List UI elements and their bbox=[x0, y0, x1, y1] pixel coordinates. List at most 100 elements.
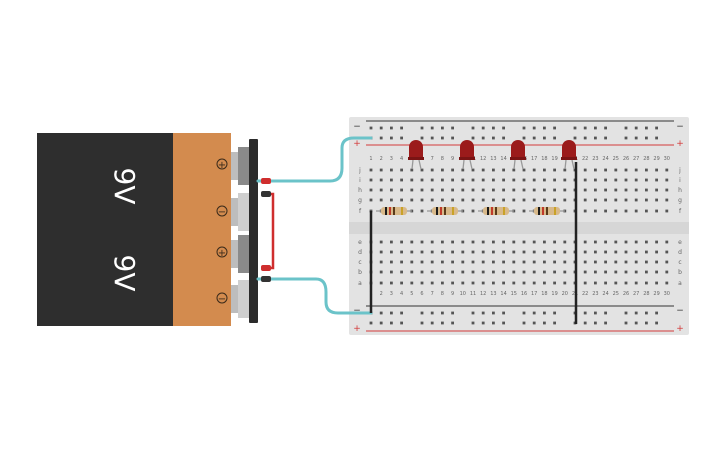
hole[interactable] bbox=[390, 198, 393, 202]
hole[interactable] bbox=[655, 198, 658, 202]
rail-hole[interactable] bbox=[604, 311, 607, 315]
hole[interactable] bbox=[400, 168, 403, 172]
hole[interactable] bbox=[410, 178, 414, 182]
hole[interactable] bbox=[543, 270, 546, 274]
hole[interactable] bbox=[604, 240, 607, 244]
hole[interactable] bbox=[532, 281, 536, 285]
hole[interactable] bbox=[390, 250, 393, 254]
hole[interactable] bbox=[441, 188, 444, 192]
hole[interactable] bbox=[522, 198, 526, 202]
battery-bottom[interactable]: 9V + − bbox=[37, 223, 250, 326]
hole[interactable] bbox=[461, 168, 465, 172]
hole[interactable] bbox=[492, 250, 495, 254]
rail-hole[interactable] bbox=[634, 126, 638, 130]
hole[interactable] bbox=[481, 178, 485, 182]
hole[interactable] bbox=[634, 178, 638, 182]
hole[interactable] bbox=[420, 281, 424, 285]
hole[interactable] bbox=[645, 270, 648, 274]
rail-hole[interactable] bbox=[441, 311, 444, 315]
hole[interactable] bbox=[522, 260, 526, 264]
battery-top-terminal-plus[interactable] bbox=[238, 147, 250, 185]
hole[interactable] bbox=[471, 178, 475, 182]
hole[interactable] bbox=[624, 260, 628, 264]
hole[interactable] bbox=[441, 168, 444, 172]
hole[interactable] bbox=[594, 260, 597, 264]
hole[interactable] bbox=[420, 188, 424, 192]
hole[interactable] bbox=[594, 240, 597, 244]
hole[interactable] bbox=[400, 198, 403, 202]
hole[interactable] bbox=[665, 250, 669, 254]
rail-hole[interactable] bbox=[655, 126, 658, 130]
hole[interactable] bbox=[502, 270, 505, 274]
battery-top[interactable]: 9V + − bbox=[37, 133, 250, 231]
hole[interactable] bbox=[614, 250, 618, 254]
hole[interactable] bbox=[492, 260, 495, 264]
hole[interactable] bbox=[665, 178, 669, 182]
hole[interactable] bbox=[563, 240, 567, 244]
hole[interactable] bbox=[441, 250, 444, 254]
rail-hole[interactable] bbox=[532, 136, 536, 140]
hole[interactable] bbox=[471, 250, 475, 254]
hole[interactable] bbox=[441, 240, 444, 244]
hole[interactable] bbox=[634, 209, 638, 213]
hole[interactable] bbox=[553, 281, 556, 285]
rail-hole[interactable] bbox=[553, 321, 556, 325]
battery-snap-connector[interactable] bbox=[249, 139, 258, 323]
hole[interactable] bbox=[594, 168, 597, 172]
hole[interactable] bbox=[369, 168, 373, 172]
rail-hole[interactable] bbox=[573, 126, 577, 130]
hole[interactable] bbox=[553, 270, 556, 274]
hole[interactable] bbox=[634, 240, 638, 244]
hole[interactable] bbox=[563, 188, 567, 192]
rail-hole[interactable] bbox=[532, 126, 536, 130]
hole[interactable] bbox=[461, 240, 465, 244]
hole[interactable] bbox=[420, 209, 424, 213]
hole[interactable] bbox=[420, 260, 424, 264]
hole[interactable] bbox=[492, 270, 495, 274]
rail-hole[interactable] bbox=[634, 136, 638, 140]
hole[interactable] bbox=[532, 240, 536, 244]
led-4[interactable] bbox=[561, 140, 577, 170]
rail-hole[interactable] bbox=[624, 136, 628, 140]
hole[interactable] bbox=[614, 168, 618, 172]
hole[interactable] bbox=[471, 281, 475, 285]
hole[interactable] bbox=[430, 188, 434, 192]
hole[interactable] bbox=[553, 168, 556, 172]
hole[interactable] bbox=[441, 198, 444, 202]
rail-hole[interactable] bbox=[502, 126, 505, 130]
hole[interactable] bbox=[430, 250, 434, 254]
rail-hole[interactable] bbox=[430, 126, 434, 130]
leds[interactable] bbox=[408, 140, 577, 170]
rail-hole[interactable] bbox=[553, 311, 556, 315]
hole[interactable] bbox=[624, 240, 628, 244]
hole[interactable] bbox=[665, 168, 669, 172]
hole[interactable] bbox=[665, 188, 669, 192]
hole[interactable] bbox=[441, 260, 444, 264]
hole[interactable] bbox=[430, 281, 434, 285]
hole[interactable] bbox=[502, 178, 505, 182]
hole[interactable] bbox=[481, 198, 485, 202]
hole[interactable] bbox=[604, 270, 607, 274]
hole[interactable] bbox=[563, 198, 567, 202]
hole[interactable] bbox=[604, 281, 607, 285]
rail-hole[interactable] bbox=[430, 311, 434, 315]
hole[interactable] bbox=[614, 240, 618, 244]
hole[interactable] bbox=[369, 178, 373, 182]
rail-hole[interactable] bbox=[522, 321, 526, 325]
hole[interactable] bbox=[512, 188, 516, 192]
resistor-4[interactable] bbox=[529, 207, 565, 215]
hole[interactable] bbox=[461, 198, 465, 202]
rail-hole[interactable] bbox=[430, 321, 434, 325]
hole[interactable] bbox=[583, 270, 587, 274]
rail-hole[interactable] bbox=[400, 126, 403, 130]
hole[interactable] bbox=[522, 270, 526, 274]
rail-hole[interactable] bbox=[553, 136, 556, 140]
hole[interactable] bbox=[400, 270, 403, 274]
hole[interactable] bbox=[604, 168, 607, 172]
hole[interactable] bbox=[410, 198, 414, 202]
hole[interactable] bbox=[583, 178, 587, 182]
hole[interactable] bbox=[624, 209, 628, 213]
wire-cyan-bottom[interactable] bbox=[256, 277, 373, 315]
hole[interactable] bbox=[583, 250, 587, 254]
hole[interactable] bbox=[614, 281, 618, 285]
